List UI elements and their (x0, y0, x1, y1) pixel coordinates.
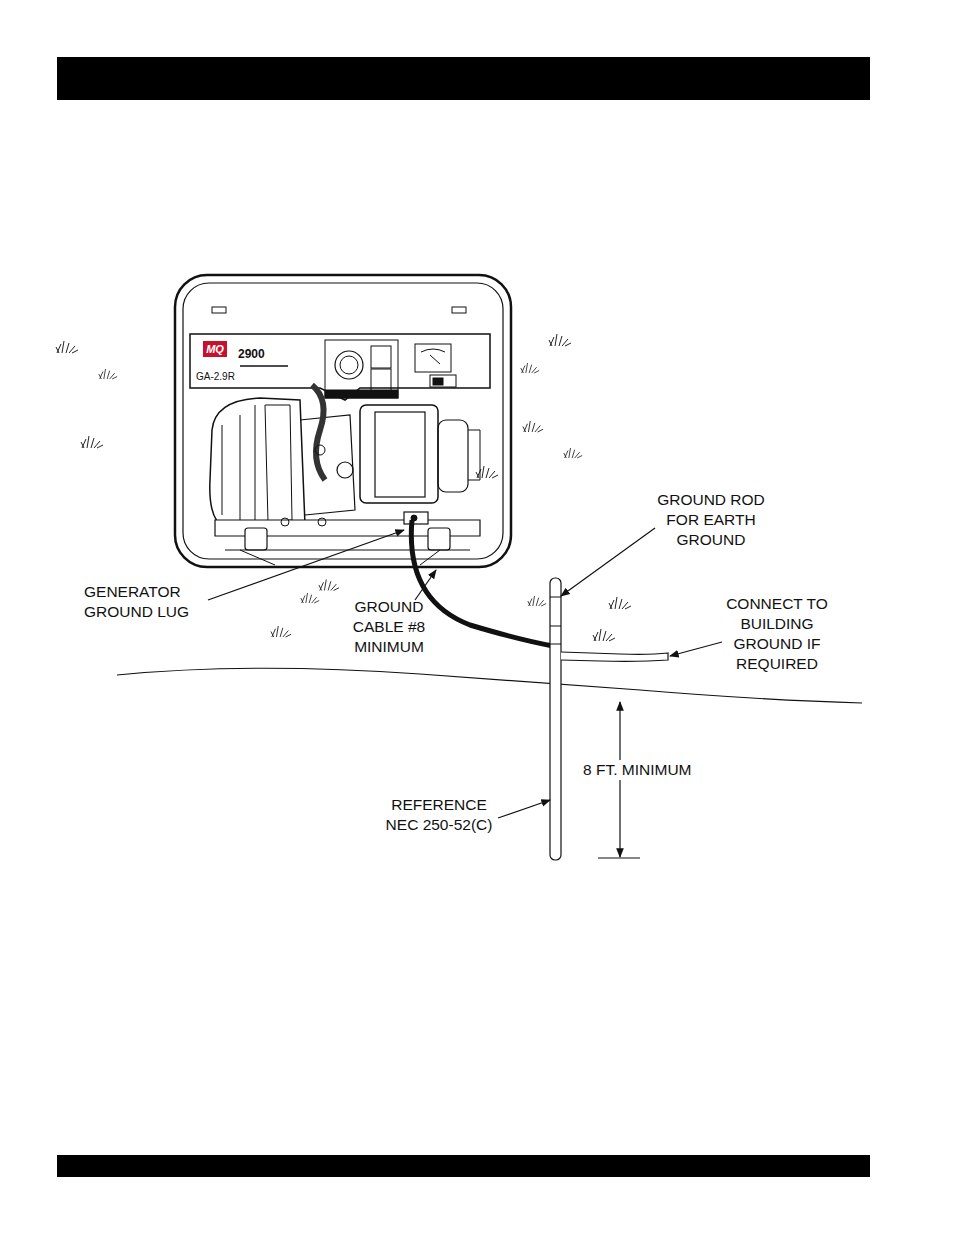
callout-label: GROUND CABLE #8 MINIMUM (340, 597, 438, 657)
footer-bar (57, 1155, 870, 1177)
callout-label: GROUND ROD FOR EARTH GROUND (655, 490, 767, 550)
grass (56, 334, 631, 641)
dimension-label: 8 FT. MINIMUM (583, 760, 693, 780)
ground-surface (117, 668, 862, 703)
brand-logo: MQ (203, 341, 227, 357)
depth-dimension (598, 702, 640, 858)
header-bar (57, 57, 870, 100)
callout-label: GENERATOR GROUND LUG (84, 582, 209, 622)
model-number: 2900 (238, 346, 298, 362)
callout-label: CONNECT TO BUILDING GROUND IF REQUIRED (712, 594, 842, 674)
model-code: GA-2.9R (196, 370, 266, 384)
ground-rod (550, 578, 561, 860)
generator (175, 275, 511, 567)
leader-lines (208, 528, 722, 818)
building-ground-wire (561, 652, 668, 661)
ground-cable (411, 520, 553, 646)
reference-note: REFERENCE NEC 250-52(C) (378, 795, 500, 835)
